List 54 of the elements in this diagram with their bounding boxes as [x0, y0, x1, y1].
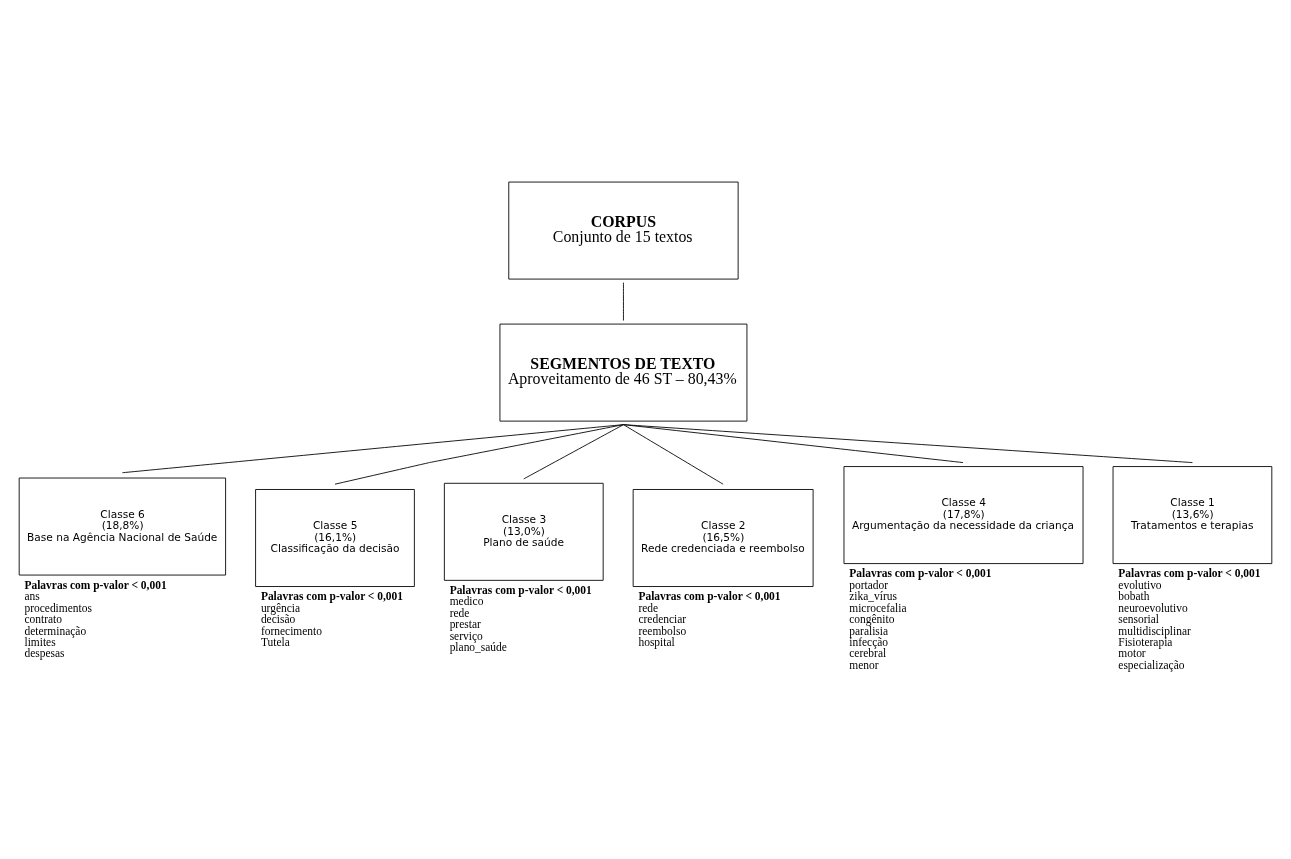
node-label: Palavras com p-valor < 0,001 [260, 590, 404, 603]
node-label: Palavras com p-valor < 0,001 [638, 590, 781, 603]
node-label: Palavras com p-valor < 0,001 [449, 583, 592, 596]
node-label: despesas [24, 647, 65, 660]
node-label: evolutivo [1118, 578, 1162, 591]
node-box: CORPUS Conjunto de 15 textos [508, 181, 739, 280]
node-label: congênito [849, 613, 895, 626]
connector [623, 424, 964, 463]
node-label: sensorial [1118, 613, 1160, 626]
node-label: ans [24, 590, 40, 603]
node-label: neuroevolutivo [1118, 601, 1188, 614]
node-label: credenciar [638, 613, 687, 626]
node-label: decisão [260, 613, 296, 626]
node-label: rede [638, 601, 659, 614]
connector [121, 424, 624, 474]
node-label: plano_saúde [449, 641, 507, 654]
node-label: limites [24, 635, 56, 648]
node-label: motor [1118, 647, 1146, 660]
node-label: hospital [638, 635, 675, 648]
node-label: bobath [1118, 590, 1150, 603]
connector [623, 424, 724, 485]
node-label: portador [849, 578, 889, 591]
node-label: Palavras com p-valor < 0,001 [1118, 567, 1261, 580]
node-box: Classe 6 (18,8%) Base na Agência Nacional de Saúde [18, 477, 227, 576]
node-label: especialização [1118, 658, 1185, 671]
node-box: Classe 5 (16,1%) Classificação da decisão [255, 489, 415, 587]
node-label: Palavras com p-valor < 0,001 [24, 578, 167, 591]
node-label: reembolso [638, 624, 687, 637]
node-label: prestar [449, 618, 481, 631]
node-label: Palavras com p-valor < 0,001 [849, 567, 992, 580]
node-label: infecção [849, 635, 889, 648]
node-box: SEGMENTOS DE TEXTO Aproveitamento de 46 ST – 80,43% [499, 323, 748, 422]
node-box: Classe 1 (13,6%) Tratamentos e terapias [1112, 466, 1273, 565]
connector [334, 424, 624, 485]
node-label: rede [449, 606, 470, 619]
node-label: determinação [24, 624, 87, 637]
node-label: medico [449, 595, 484, 608]
node-box: Classe 2 (16,5%) Rede credenciada e reembolso [632, 489, 814, 587]
node-label: cerebral [849, 647, 887, 660]
node-label: menor [849, 658, 879, 671]
node-label: urgência [260, 601, 301, 614]
node-label: multidisciplinar [1118, 624, 1191, 637]
connector [623, 282, 624, 321]
node-box: Classe 3 (13,0%) Plano de saúde [443, 482, 604, 581]
connector [623, 424, 1193, 463]
node-box: Classe 4 (17,8%) Argumentação da necessidade da criança [843, 466, 1084, 565]
node-label: fornecimento [260, 624, 322, 637]
node-label: paralisia [849, 624, 889, 637]
connector [523, 424, 624, 480]
node-label: zika_vírus [849, 590, 897, 603]
node-label: procedimentos [24, 601, 92, 614]
node-label: Tutela [260, 635, 290, 648]
node-label: microcefalia [849, 601, 907, 614]
node-label: Fisioterapia [1118, 635, 1173, 648]
